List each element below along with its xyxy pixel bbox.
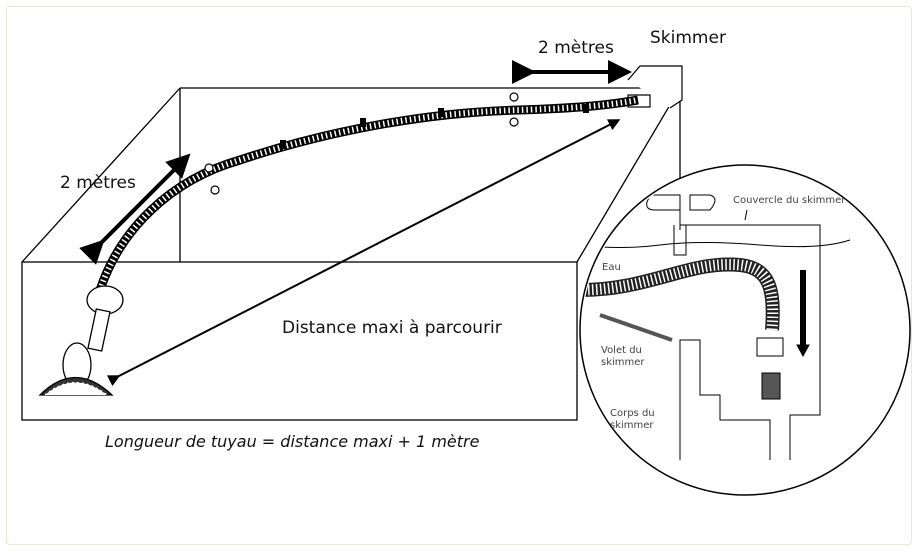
- pool-cleaner: [38, 285, 124, 396]
- detail-circle: [579, 164, 911, 496]
- frame: [6, 6, 912, 545]
- flap-label: Volet du skimmer: [601, 345, 645, 369]
- arrows: [79, 60, 632, 387]
- left-distance-label: 2 mètres: [60, 173, 136, 193]
- skimmer-label: Skimmer: [650, 28, 726, 48]
- body-label: Corps du skimmer: [610, 408, 655, 432]
- water-label: Eau: [602, 262, 621, 273]
- body-label-line1: Corps du: [610, 408, 655, 419]
- lid-label: Couvercle du skimmer: [733, 195, 845, 206]
- max-distance-label: Distance maxi à parcourir: [282, 318, 502, 338]
- flap-label-line1: Volet du: [601, 345, 642, 356]
- body-label-line2: skimmer: [610, 420, 654, 431]
- flap-label-line2: skimmer: [601, 357, 645, 368]
- top-distance-label: 2 mètres: [538, 38, 614, 58]
- hose-formula-label: Longueur de tuyau = distance maxi + 1 mè…: [105, 432, 480, 451]
